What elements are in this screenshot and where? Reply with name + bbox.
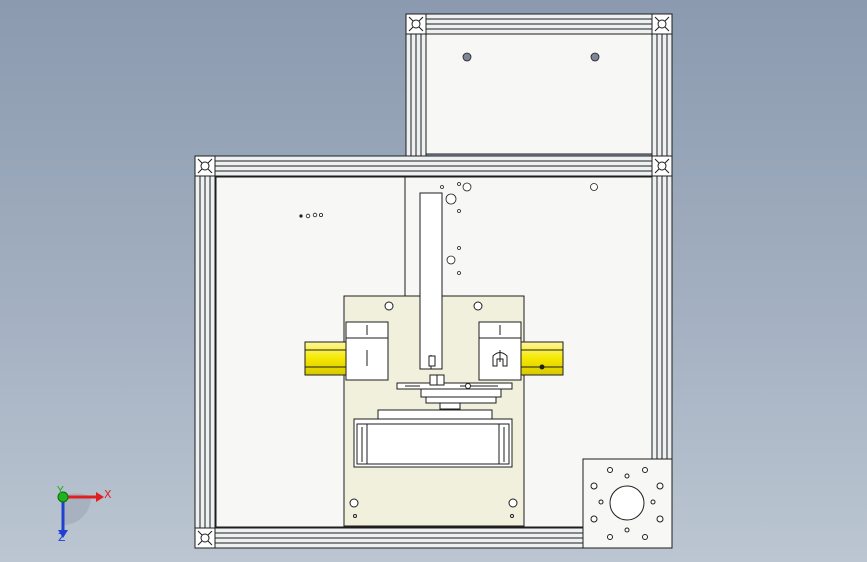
x-axis-label: X (104, 488, 112, 501)
z-axis-arrowhead (58, 530, 68, 538)
roller-drum (353, 418, 513, 468)
slider-block-right (478, 321, 522, 381)
upper-frame (405, 13, 673, 157)
y-axis-dot (57, 491, 69, 503)
upper-corner-brackets (405, 13, 673, 35)
orientation-triad[interactable]: X Y Z (56, 484, 112, 544)
main-panel-holes (299, 182, 598, 275)
vertical-column (419, 192, 443, 370)
linear-rail-right (520, 341, 564, 376)
gripper-assembly (377, 374, 513, 421)
upper-panel-holes (462, 52, 600, 62)
motor-flange-plate (582, 458, 673, 549)
y-axis-label: Y (56, 484, 64, 497)
main-corner-brackets (194, 155, 673, 549)
linear-rail-left (304, 341, 348, 376)
x-axis-arrowhead (96, 492, 104, 502)
z-axis-label: Z (58, 531, 66, 544)
slider-block-left (345, 321, 389, 381)
